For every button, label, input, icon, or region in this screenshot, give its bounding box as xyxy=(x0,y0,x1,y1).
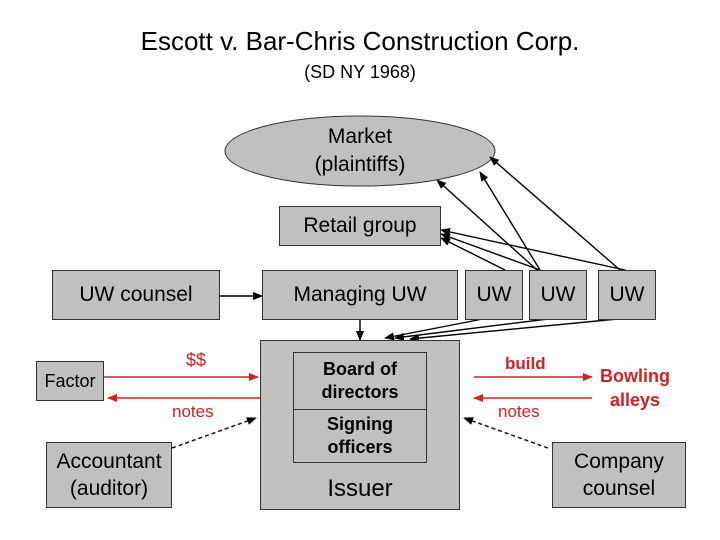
page-title: Escott v. Bar-Chris Construction Corp. xyxy=(140,26,580,56)
notes-right-label: notes xyxy=(498,402,540,421)
arrow-uw2-to-market xyxy=(479,171,541,271)
uw-box-2: UW xyxy=(529,270,587,320)
uw-label-2: UW xyxy=(540,283,576,306)
arrow-uw2-to-issuer xyxy=(394,317,557,341)
arrow-uw3-to-retail xyxy=(440,237,506,271)
uw-counsel-label: UW counsel xyxy=(79,283,193,306)
accountant-label: Accountant (auditor) xyxy=(56,450,162,500)
page-subtitle: (SD NY 1968) xyxy=(304,62,416,82)
arrow-uw1-to-retail xyxy=(440,233,541,271)
build-label: build xyxy=(505,354,546,373)
factor-box: Factor xyxy=(36,361,104,401)
money-label: $$ xyxy=(186,350,207,370)
company-counsel-box: Company counsel xyxy=(552,442,686,508)
arrow-accountant-to-issuer xyxy=(171,417,257,449)
board-box: Board of directors xyxy=(293,352,427,410)
uw-box-1: UW xyxy=(465,270,523,320)
arrow-uw1-to-market xyxy=(436,179,538,271)
arrow-uw2-to-retail xyxy=(440,228,626,271)
market-ellipse xyxy=(224,115,496,187)
issuer-label: Issuer xyxy=(327,475,393,502)
arrow-uw3-to-issuer xyxy=(409,317,629,343)
retail-group-box: Retail group xyxy=(279,206,441,246)
notes-left-label: notes xyxy=(172,402,214,421)
signing-officers-label: Signing officers xyxy=(327,414,393,457)
uw-counsel-box: UW counsel xyxy=(52,270,220,320)
factor-label: Factor xyxy=(44,370,96,391)
arrow-uw3-to-market xyxy=(489,156,621,271)
uw-box-3: UW xyxy=(598,270,656,320)
market-label: Market (plaintiffs) xyxy=(314,125,406,176)
managing-uw-box: Managing UW xyxy=(262,270,458,320)
signing-officers-box: Signing officers xyxy=(293,409,427,463)
managing-uw-label: Managing UW xyxy=(293,283,427,306)
uw-label-3: UW xyxy=(609,283,645,306)
company-counsel-label: Company counsel xyxy=(574,450,664,500)
uw-label-1: UW xyxy=(476,283,512,306)
accountant-box: Accountant (auditor) xyxy=(46,442,172,508)
bowling-alleys-label: Bowling alleys xyxy=(600,366,670,410)
retail-group-label: Retail group xyxy=(303,214,417,237)
arrow-companycounsel-to-issuer xyxy=(463,417,549,449)
board-label: Board of directors xyxy=(321,359,399,402)
